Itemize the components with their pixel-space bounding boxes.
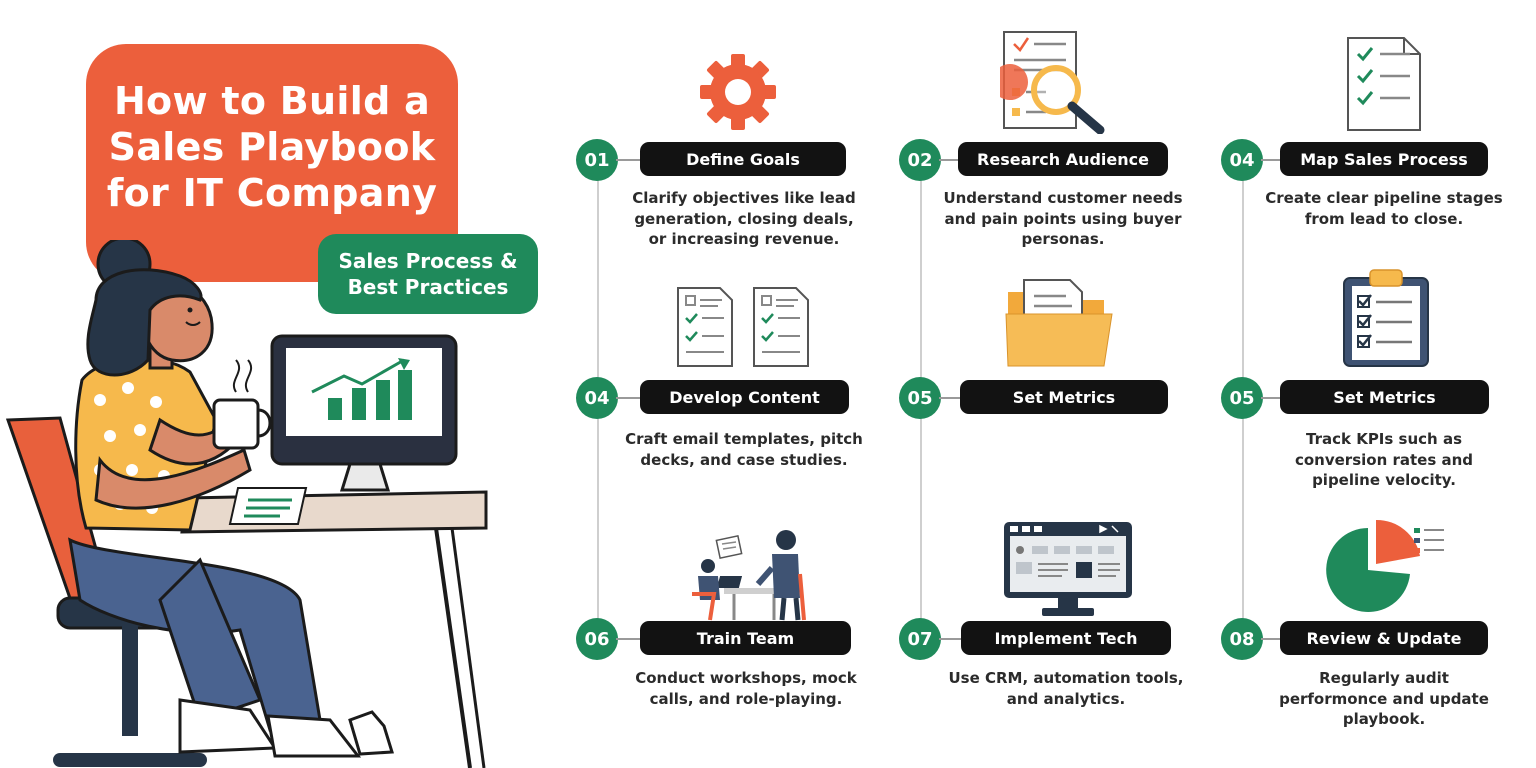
step-connector	[939, 159, 961, 161]
step-title-set-metrics-kpi: Set Metrics	[1280, 380, 1489, 414]
training-meeting-icon	[692, 530, 806, 621]
step-badge: 05	[1221, 377, 1263, 419]
step-desc-set-metrics-kpi: Track KPIs such as conversion rates and …	[1294, 430, 1474, 489]
step-connector	[616, 159, 642, 161]
step-title-research-audience: Research Audience	[958, 142, 1168, 176]
woman-at-desk-illustration	[5, 240, 488, 768]
step-desc-research-audience: Understand customer needs and pain point…	[943, 189, 1183, 248]
gear-icon	[700, 54, 776, 130]
folder-icon	[1005, 279, 1113, 367]
step-badge: 07	[899, 618, 941, 660]
page-title: How to Build a Sales Playbook for IT Com…	[106, 79, 438, 215]
step-title-implement-tech: Implement Tech	[961, 621, 1171, 655]
step-desc-map-sales-process: Create clear pipeline stages from lead t…	[1265, 189, 1503, 228]
step-badge: 06	[576, 618, 618, 660]
step-title-train-team: Train Team	[640, 621, 851, 655]
step-badge: 04	[576, 377, 618, 419]
step-connector	[616, 397, 642, 399]
subtitle-line-1: Sales Process &	[338, 249, 518, 273]
step-title-set-metrics: Set Metrics	[960, 380, 1168, 414]
documents-icon	[677, 287, 809, 367]
step-desc-implement-tech: Use CRM, automation tools, and analytics…	[948, 669, 1184, 708]
step-title-develop-content: Develop Content	[640, 380, 849, 414]
step-title-review-update: Review & Update	[1280, 621, 1488, 655]
subtitle-line-2: Best Practices	[347, 275, 509, 299]
step-connector	[616, 638, 642, 640]
step-connector	[939, 397, 963, 399]
step-desc-review-update: Regularly audit performonce and update p…	[1279, 669, 1489, 728]
step-badge: 08	[1221, 618, 1263, 660]
magnifier-report-icon	[1000, 31, 1105, 134]
step-badge: 04	[1221, 139, 1263, 181]
step-desc-train-team: Conduct workshops, mock calls, and role-…	[635, 669, 857, 708]
step-desc-develop-content: Craft email templates, pitch decks, and …	[625, 430, 863, 469]
pie-chart-icon	[1326, 519, 1444, 612]
step-connector	[939, 638, 963, 640]
step-badge: 01	[576, 139, 618, 181]
monitor-dashboard-icon	[1004, 522, 1132, 616]
step-title-define-goals: Define Goals	[640, 142, 846, 176]
subtitle-badge: Sales Process & Best Practices	[318, 234, 538, 314]
step-desc-define-goals: Clarify objectives like lead generation,…	[632, 189, 856, 248]
checklist-document-icon	[1347, 37, 1421, 131]
step-badge: 05	[899, 377, 941, 419]
step-connector	[1261, 397, 1283, 399]
step-connector	[1261, 159, 1283, 161]
clipboard-checklist-icon	[1343, 269, 1429, 367]
step-connector	[1261, 638, 1283, 640]
step-title-map-sales-process: Map Sales Process	[1280, 142, 1488, 176]
step-badge: 02	[899, 139, 941, 181]
